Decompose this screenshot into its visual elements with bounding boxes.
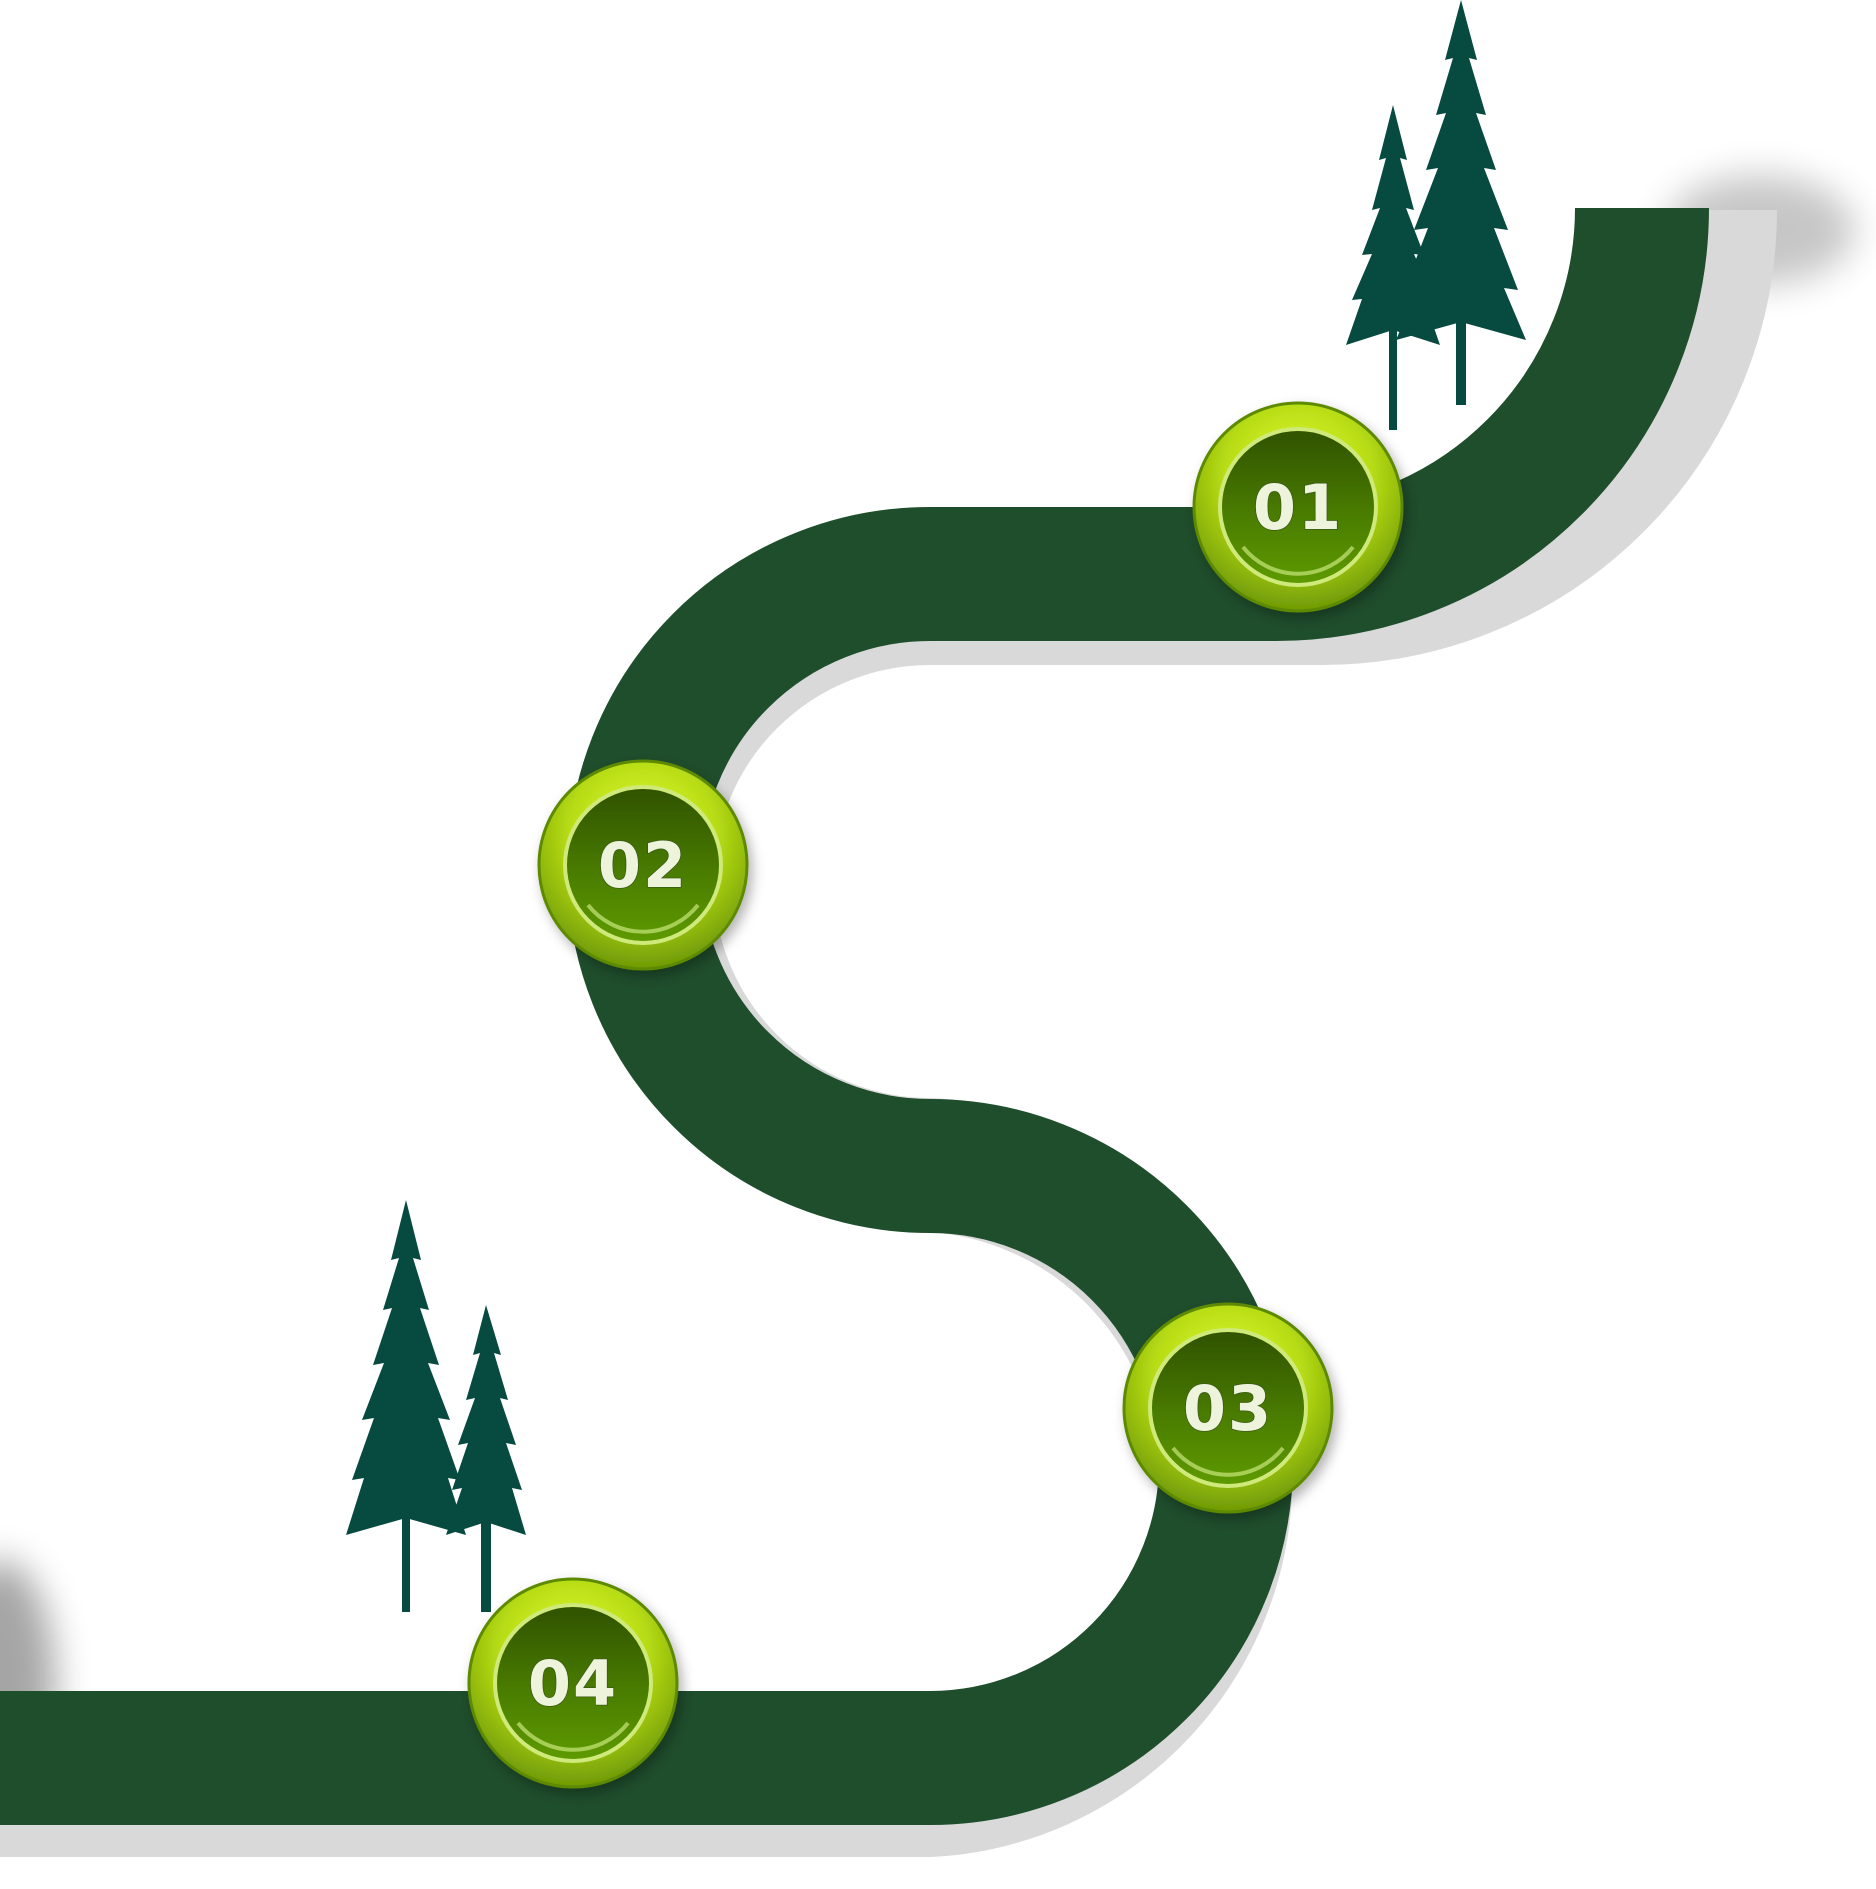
marker-inner-disc — [1148, 1328, 1308, 1488]
step-marker-04: 04 — [467, 1577, 679, 1789]
marker-gloss — [1171, 1446, 1285, 1477]
step-marker-03: 03 — [1122, 1302, 1334, 1514]
step-number-label: 02 — [598, 829, 688, 902]
step-number-label: 03 — [1183, 1372, 1273, 1445]
bottom-left-trees — [346, 1200, 526, 1612]
marker-gloss — [516, 1721, 630, 1752]
marker-inner-disc — [493, 1603, 653, 1763]
marker-gloss — [586, 903, 700, 934]
step-marker-02: 02 — [537, 759, 749, 971]
step-number-label: 01 — [1253, 471, 1343, 544]
pine-tree-icon — [346, 1200, 466, 1612]
winding-road — [0, 207, 1709, 1825]
pine-tree-icon — [446, 1305, 526, 1612]
pine-tree-icon — [1396, 0, 1526, 405]
step-number-label: 04 — [528, 1647, 618, 1720]
step-marker-01: 01 — [1192, 401, 1404, 613]
marker-inner-disc — [563, 785, 723, 945]
marker-inner-disc — [1218, 427, 1378, 587]
top-right-trees — [1346, 0, 1526, 430]
marker-gloss — [1241, 545, 1355, 576]
road-shadow — [0, 209, 1777, 1857]
